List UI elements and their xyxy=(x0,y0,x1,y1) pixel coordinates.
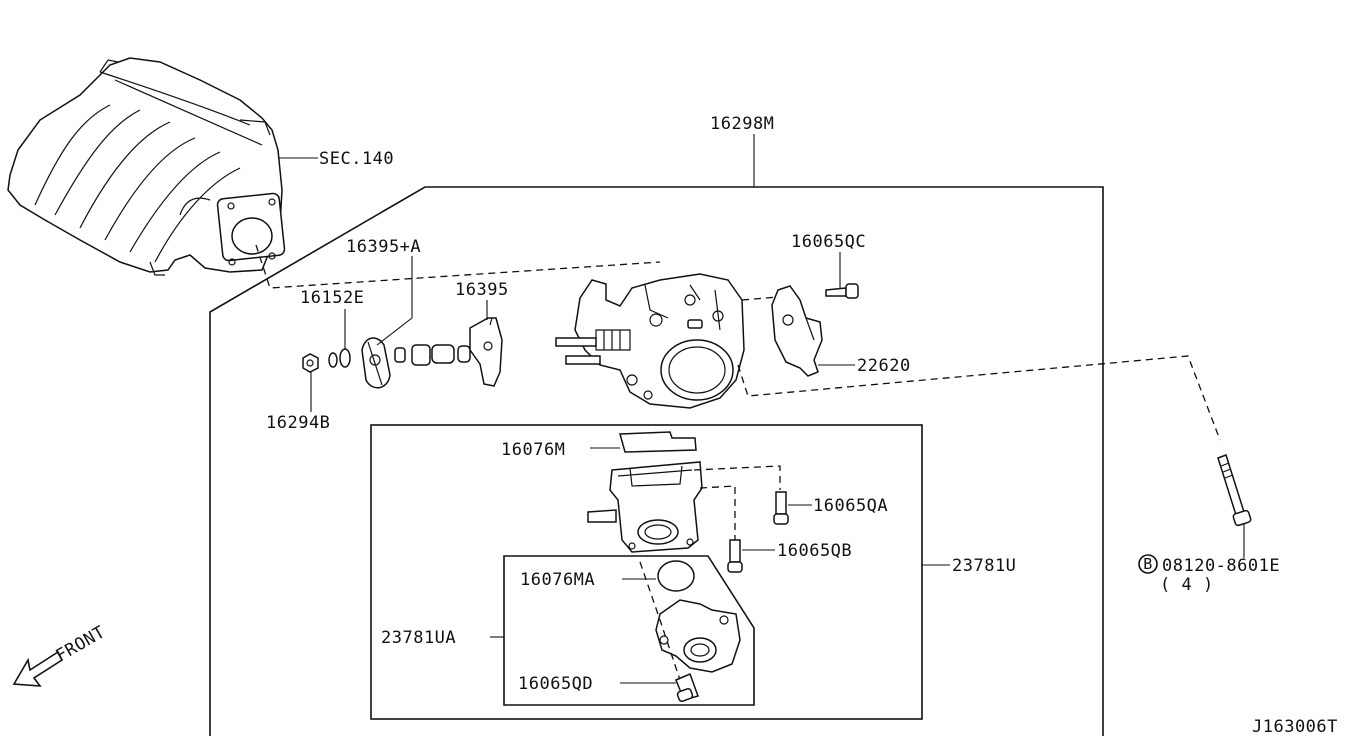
callout-16152e: 16152E xyxy=(300,288,364,308)
bolt-circle-letter: B xyxy=(1143,555,1153,573)
callout-16294b: 16294B xyxy=(266,413,330,433)
callout-16076m: 16076M xyxy=(501,440,565,460)
washer-16152e xyxy=(328,348,351,368)
throttle-body-drawing xyxy=(555,273,745,409)
callout-bolt-part: 08120-8601E xyxy=(1162,556,1280,576)
throttle-drum-16395a xyxy=(361,337,391,389)
bolt-circle-marker xyxy=(1138,554,1158,574)
screw-16065qc xyxy=(825,283,859,299)
iac-assembly-box xyxy=(370,424,923,720)
intake-manifold-drawing xyxy=(7,57,286,276)
section-ref-label: SEC.140 xyxy=(319,149,394,169)
callout-23781u: 23781U xyxy=(952,556,1016,576)
callout-16395a: 16395+A xyxy=(346,237,421,257)
screw-16065qd xyxy=(675,672,699,702)
nut-16294b xyxy=(302,353,319,373)
spring-parts xyxy=(394,344,471,366)
throttle-position-sensor-22620 xyxy=(771,285,823,377)
callout-16065qa: 16065QA xyxy=(813,496,888,516)
callout-16065qd: 16065QD xyxy=(518,674,593,694)
assembly-enclosure xyxy=(209,186,1104,736)
callout-16076ma: 16076MA xyxy=(520,570,595,590)
gasket-16076m xyxy=(619,431,697,453)
iac-valve-body xyxy=(587,461,703,553)
front-direction-arrow xyxy=(12,650,64,687)
throttle-lever-16395 xyxy=(469,317,503,387)
bolt-08120-8601e xyxy=(1217,454,1252,527)
callout-16065qb: 16065QB xyxy=(777,541,852,561)
callout-bolt-qty: ( 4 ) xyxy=(1160,575,1214,595)
callout-22620: 22620 xyxy=(857,356,911,376)
o-ring-16076ma xyxy=(657,560,695,592)
callout-16065qc: 16065QC xyxy=(791,232,866,252)
callout-23781ua: 23781UA xyxy=(381,628,456,648)
callout-16395: 16395 xyxy=(455,280,509,300)
callout-assembly: 16298M xyxy=(710,114,774,134)
screw-16065qa xyxy=(773,491,789,525)
iac-motor-subbox xyxy=(503,555,755,706)
iac-motor-unit xyxy=(655,599,741,673)
front-label: FRONT xyxy=(53,622,109,666)
screw-16065qb xyxy=(727,539,743,573)
diagram-id: J163006T xyxy=(1252,717,1338,736)
